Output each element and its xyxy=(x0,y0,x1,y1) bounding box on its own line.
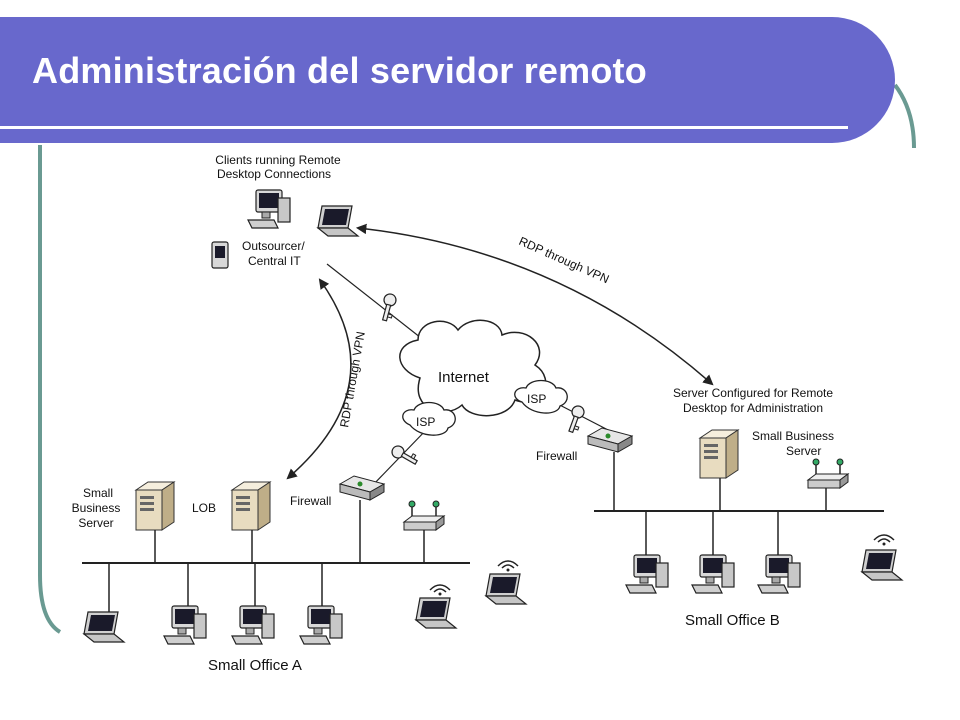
rdp-arrow-left xyxy=(286,278,352,480)
office-b-desktop-1-icon xyxy=(625,554,669,594)
sbs-b-server-icon xyxy=(699,429,739,479)
outsourcer-label-line1: Outsourcer/ xyxy=(242,239,305,253)
rdp-arrow-right xyxy=(355,223,714,386)
lob-server-icon xyxy=(231,481,271,531)
sbs-a-label-line3: Server xyxy=(78,516,113,530)
office-a-laptop-1-icon xyxy=(83,611,125,643)
office-a-wifi-2-icon xyxy=(497,560,519,573)
hub-b-icon xyxy=(807,458,849,489)
internet-cloud xyxy=(399,319,547,417)
page-title: Administración del servidor remoto xyxy=(32,50,647,91)
isp-left-label: ISP xyxy=(416,415,435,429)
pda-icon xyxy=(211,241,229,269)
sbs-a-server-icon xyxy=(135,481,175,531)
vpn-key-icon-right xyxy=(564,403,587,435)
office-b-label: Small Office B xyxy=(685,612,780,629)
client-laptop-icon xyxy=(317,205,359,237)
isp-right-cloud xyxy=(514,379,568,414)
lob-label: LOB xyxy=(192,501,216,515)
clients-label-line1: Clients running Remote xyxy=(215,153,341,167)
office-a-label: Small Office A xyxy=(208,657,302,674)
isp-left-cloud xyxy=(402,401,456,436)
title-underline xyxy=(0,126,848,129)
vpn-key-icon-left xyxy=(389,443,420,469)
office-a-laptop-2-icon xyxy=(415,597,457,629)
sbs-b-label-line1: Small Business xyxy=(752,429,834,443)
client-desktop-icon xyxy=(247,189,291,229)
server-config-label-line2: Desktop for Administration xyxy=(683,401,823,415)
office-a-desktop-3-icon xyxy=(299,605,343,645)
office-b-wifi-icon xyxy=(873,534,895,547)
internet-label: Internet xyxy=(438,369,490,386)
rdp-left-label: RDP through VPN xyxy=(337,330,368,428)
outsourcer-label-line2: Central IT xyxy=(248,254,301,268)
sbs-b-label-line2: Server xyxy=(786,444,821,458)
office-a-wifi-1-icon xyxy=(429,584,451,597)
office-b-desktop-3-icon xyxy=(757,554,801,594)
firewall-b-icon xyxy=(587,427,633,453)
isp-right-label: ISP xyxy=(527,392,546,406)
firewall-a-label: Firewall xyxy=(290,494,331,508)
office-a-desktop-2-icon xyxy=(231,605,275,645)
link-outsourcer-internet xyxy=(326,263,431,346)
office-b-laptop-icon xyxy=(861,549,903,581)
office-a-laptop-3-icon xyxy=(485,573,527,605)
firewall-b-label: Firewall xyxy=(536,449,577,463)
server-config-label-line1: Server Configured for Remote xyxy=(673,386,833,400)
rdp-right-label: RDP through VPN xyxy=(517,234,611,286)
sbs-a-label-line1: Small xyxy=(83,486,113,500)
sbs-a-label-line2: Business xyxy=(72,501,121,515)
office-b-desktop-2-icon xyxy=(691,554,735,594)
title-bar xyxy=(0,17,895,143)
office-a-desktop-1-icon xyxy=(163,605,207,645)
clients-label-line2: Desktop Connections xyxy=(217,167,331,181)
hub-a-icon xyxy=(403,500,445,531)
